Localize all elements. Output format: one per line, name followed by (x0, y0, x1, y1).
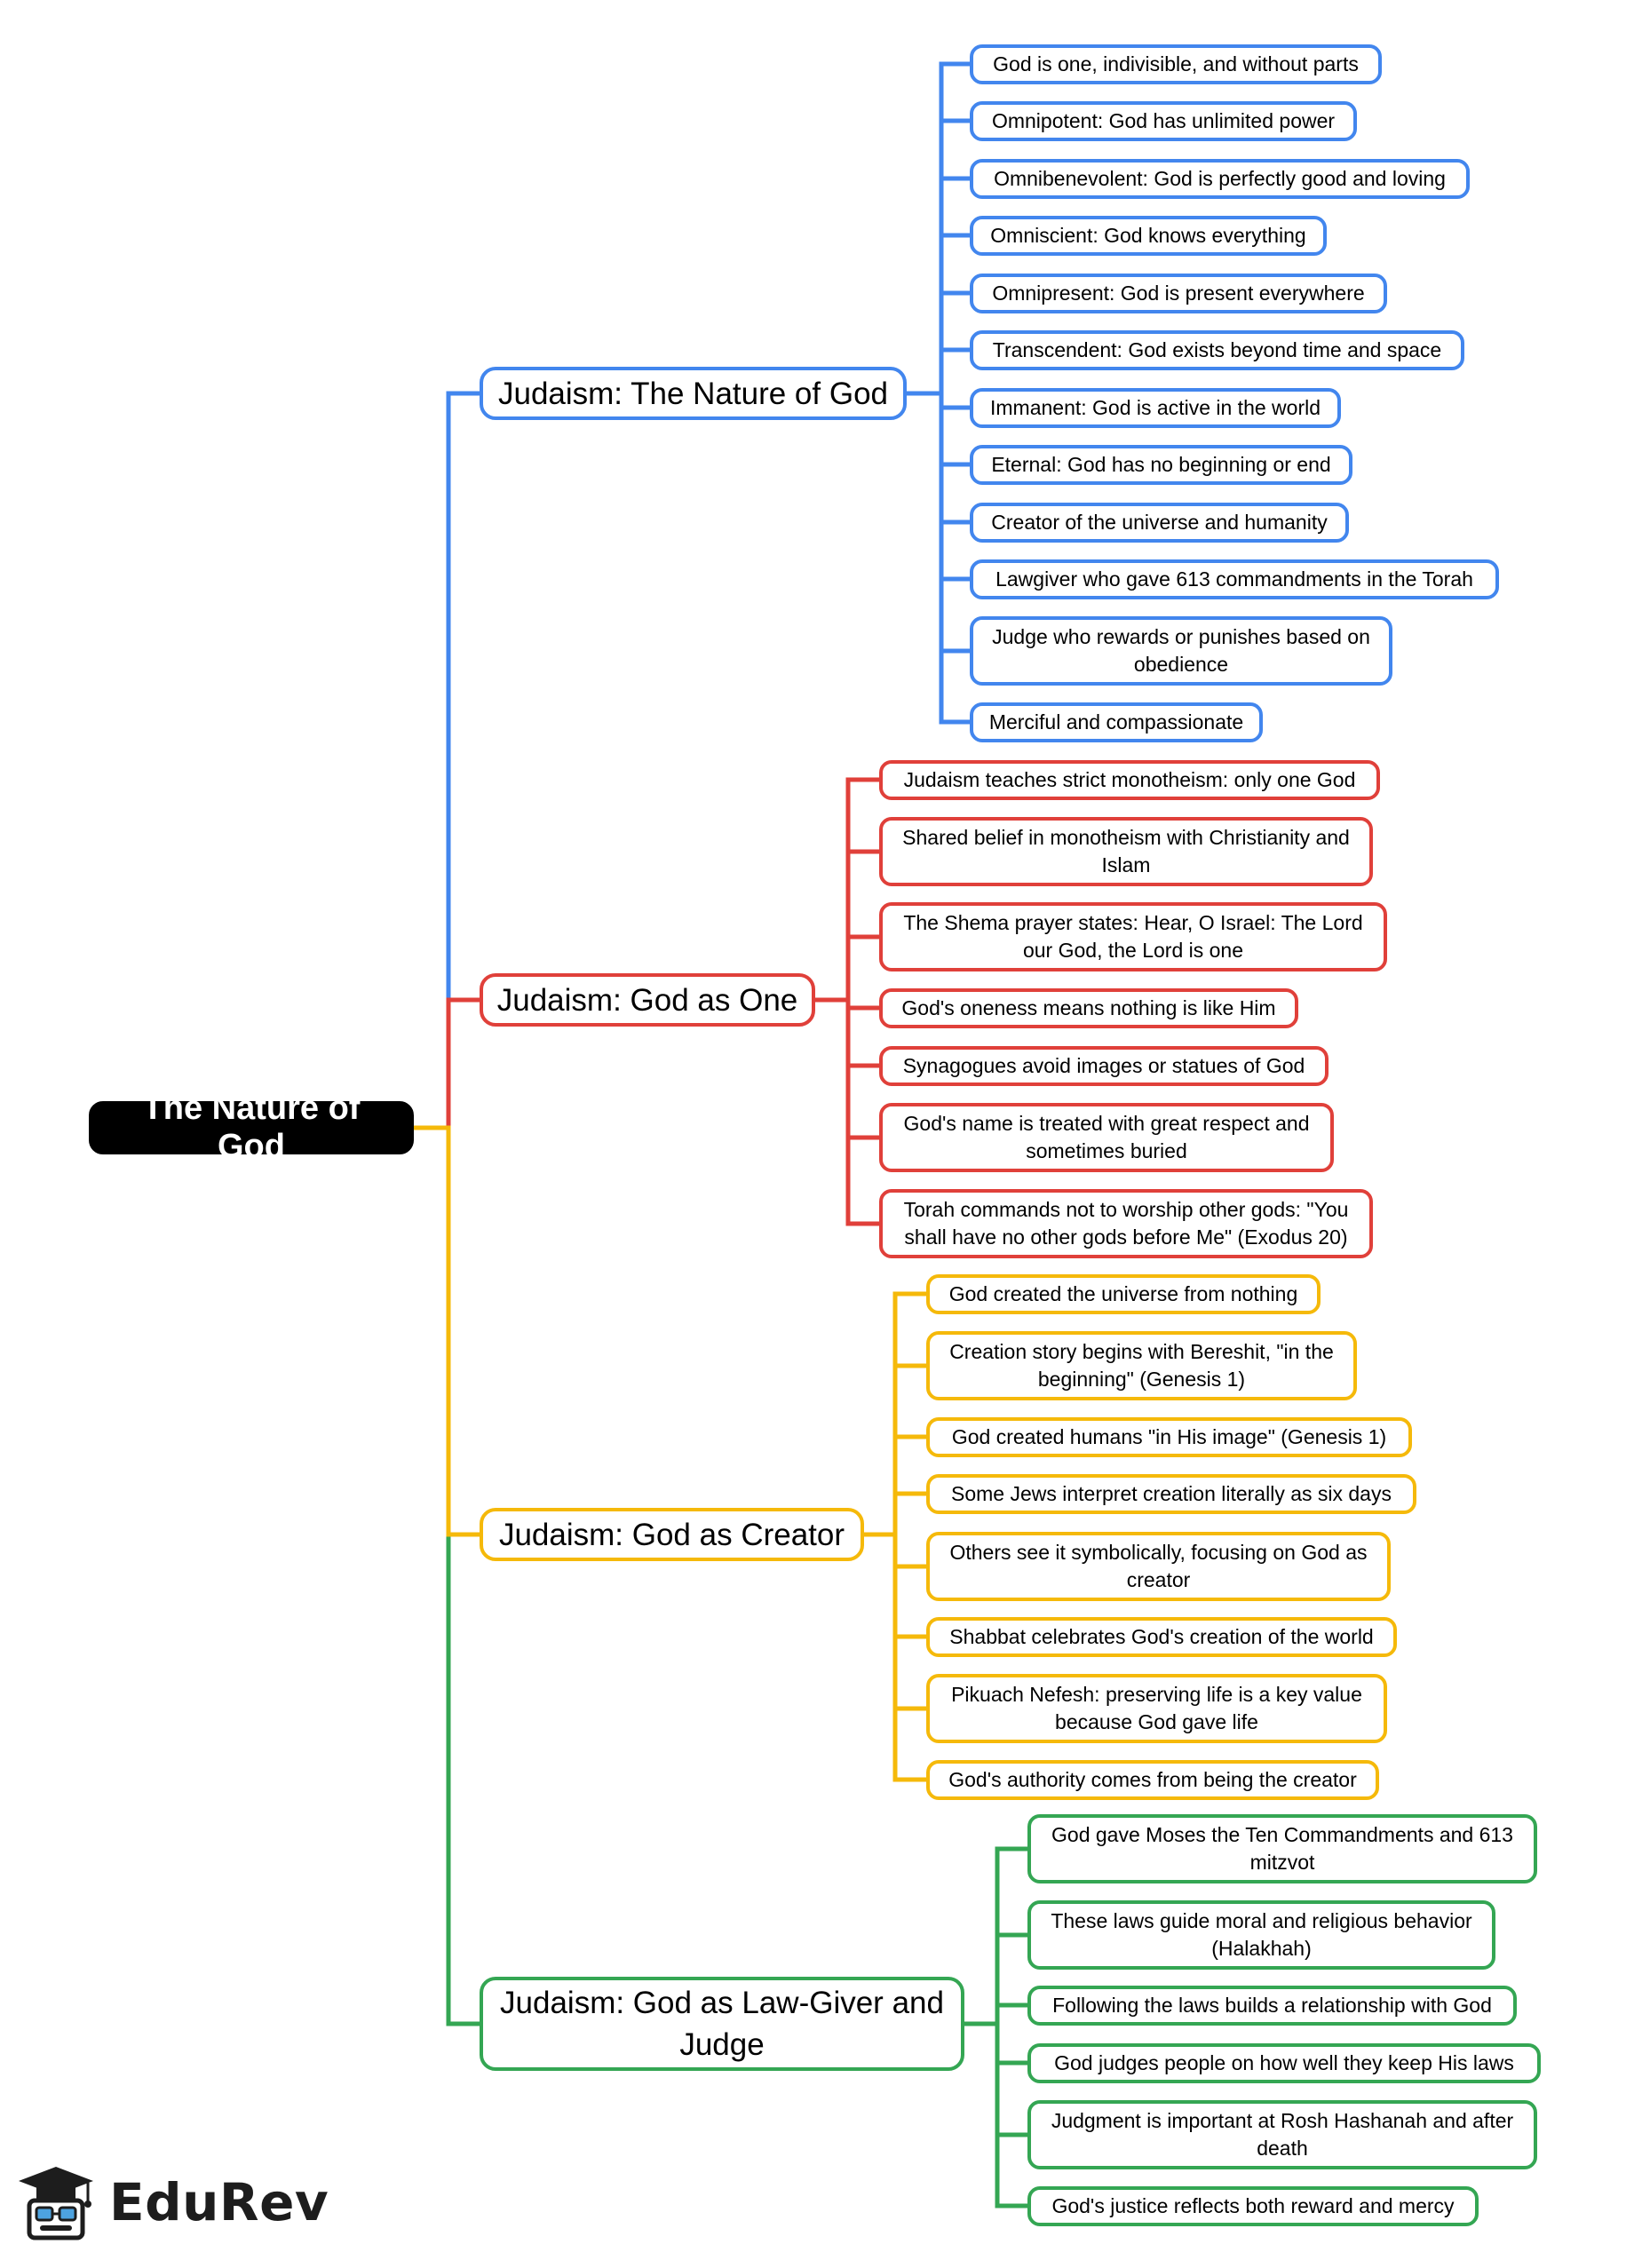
leaf-label: Eternal: God has no beginning or end (991, 453, 1331, 476)
leaf: God's justice reflects both reward and m… (1027, 2186, 1479, 2226)
leaf-label: Following the laws builds a relationship… (1052, 1994, 1492, 2017)
leaf-label: Omnipotent: God has unlimited power (991, 109, 1336, 132)
leaf-label: The Shema prayer states: Hear, O Israel:… (903, 911, 1363, 962)
leaf-label: Merciful and compassionate (988, 710, 1244, 734)
leaf: Synagogues avoid images or statues of Go… (879, 1046, 1329, 1086)
leaf: Following the laws builds a relationship… (1027, 1986, 1517, 2026)
leaf: Judge who rewards or punishes based on o… (970, 616, 1392, 686)
leaf-label: Synagogues avoid images or statues of Go… (902, 1054, 1305, 1077)
leaf: God is one, indivisible, and without par… (970, 44, 1382, 84)
leaf: Creation story begins with Bereshit, "in… (926, 1331, 1357, 1400)
leaf: Omnipresent: God is present everywhere (970, 274, 1387, 313)
leaf: God gave Moses the Ten Commandments and … (1027, 1814, 1537, 1883)
leaf-label: God created the universe from nothing (948, 1282, 1298, 1305)
leaf-label: God's justice reflects both reward and m… (1051, 2194, 1455, 2217)
leaf-label: Omnipresent: God is present everywhere (992, 282, 1365, 305)
leaf: Torah commands not to worship other gods… (879, 1189, 1373, 1258)
leaf-label: Torah commands not to worship other gods… (903, 1198, 1349, 1249)
leaf-label: Pikuach Nefesh: preserving life is a key… (951, 1683, 1362, 1733)
leaf-label: Transcendent: God exists beyond time and… (992, 338, 1442, 361)
leaf: God's name is treated with great respect… (879, 1103, 1334, 1172)
leaf: Lawgiver who gave 613 commandments in th… (970, 559, 1499, 599)
leaf: Omniscient: God knows everything (970, 216, 1327, 256)
leaf-label: God's oneness means nothing is like Him (901, 996, 1276, 1019)
leaf: Judgment is important at Rosh Hashanah a… (1027, 2100, 1537, 2169)
leaf-label: Omnibenevolent: God is perfectly good an… (994, 167, 1446, 190)
root-node: The Nature of God (89, 1090, 414, 1165)
leaf-label: Creator of the universe and humanity (991, 511, 1328, 534)
leaf-label: Immanent: God is active in the world (990, 396, 1321, 419)
leaf-label: Omniscient: God knows everything (990, 224, 1306, 247)
branch-label: Judaism: God as Law-Giver and Judge (500, 1986, 944, 2062)
leaf: Transcendent: God exists beyond time and… (970, 330, 1464, 370)
branch-god-as-creator: Judaism: God as Creator (480, 1508, 864, 1561)
edurev-brand[interactable]: EduRev (13, 2145, 333, 2260)
leaf: God created the universe from nothing (926, 1274, 1321, 1314)
leaf-label: God is one, indivisible, and without par… (993, 52, 1359, 75)
branch-god-as-one: Judaism: God as One (480, 973, 815, 1027)
branch-label: Judaism: God as One (496, 982, 798, 1018)
leaf: God judges people on how well they keep … (1027, 2043, 1541, 2083)
leaf-label: Some Jews interpret creation literally a… (951, 1482, 1392, 1505)
leaf-label: God gave Moses the Ten Commandments and … (1051, 1823, 1513, 1874)
branch-god-as-law-giver: Judaism: God as Law-Giver and Judge (480, 1977, 964, 2071)
leaf: Shared belief in monotheism with Christi… (879, 817, 1373, 886)
leaf: Others see it symbolically, focusing on … (926, 1532, 1391, 1601)
leaf-label: These laws guide moral and religious beh… (1051, 1909, 1472, 1960)
leaf: Judaism teaches strict monotheism: only … (879, 760, 1380, 800)
leaf: Omnipotent: God has unlimited power (970, 101, 1357, 141)
leaf-label: Judaism teaches strict monotheism: only … (903, 768, 1356, 791)
leaf-label: Shabbat celebrates God's creation of the… (949, 1625, 1374, 1648)
branch-nature-of-god: Judaism: The Nature of God (480, 367, 907, 420)
leaf: The Shema prayer states: Hear, O Israel:… (879, 902, 1387, 971)
root-label: The Nature of God (142, 1090, 361, 1165)
leaf: Some Jews interpret creation literally a… (926, 1474, 1416, 1514)
leaf-label: God's authority comes from being the cre… (948, 1768, 1357, 1791)
leaf: Pikuach Nefesh: preserving life is a key… (926, 1674, 1387, 1743)
leaf-label: Judge who rewards or punishes based on o… (992, 625, 1370, 676)
leaf: These laws guide moral and religious beh… (1027, 1900, 1495, 1970)
leaf: Eternal: God has no beginning or end (970, 445, 1352, 485)
leaf: God's authority comes from being the cre… (926, 1760, 1379, 1800)
leaf: God created humans "in His image" (Genes… (926, 1417, 1412, 1457)
branch-label: Judaism: God as Creator (498, 1517, 845, 1552)
leaf: God's oneness means nothing is like Him (879, 988, 1298, 1028)
leaf: Immanent: God is active in the world (970, 388, 1341, 428)
branch-label: Judaism: The Nature of God (497, 376, 889, 411)
leaf-label: Shared belief in monotheism with Christi… (902, 826, 1350, 876)
brand-name: EduRev (109, 2172, 329, 2232)
leaf-label: Lawgiver who gave 613 commandments in th… (995, 567, 1473, 591)
leaf-label: Creation story begins with Bereshit, "in… (949, 1340, 1334, 1391)
leaf: Shabbat celebrates God's creation of the… (926, 1617, 1397, 1657)
leaf: Creator of the universe and humanity (970, 503, 1349, 543)
leaf-label: Others see it symbolically, focusing on … (949, 1541, 1368, 1591)
leaf-label: God judges people on how well they keep … (1054, 2051, 1514, 2074)
leaf: Omnibenevolent: God is perfectly good an… (970, 159, 1470, 199)
leaf-label: God created humans "in His image" (Genes… (951, 1425, 1387, 1448)
graduation-cap-logo-icon (19, 2167, 93, 2240)
leaf-label: God's name is treated with great respect… (903, 1112, 1310, 1162)
leaf-label: Judgment is important at Rosh Hashanah a… (1051, 2109, 1514, 2160)
leaf: Merciful and compassionate (970, 702, 1263, 742)
